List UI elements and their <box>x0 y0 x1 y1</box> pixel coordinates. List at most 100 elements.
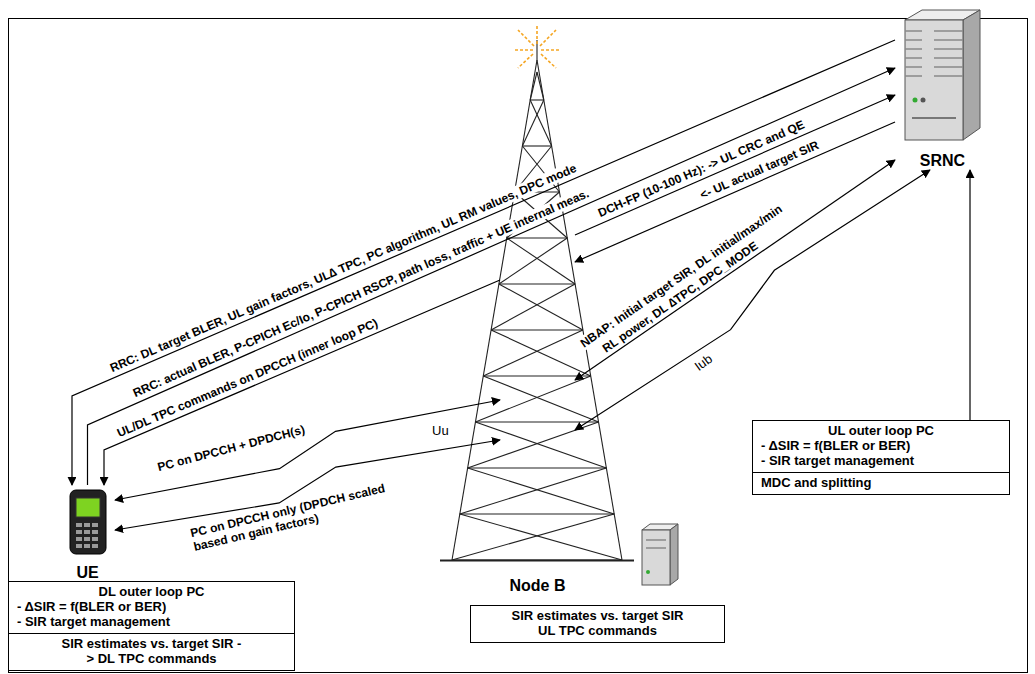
signal-arrow <box>72 40 895 485</box>
spark-ray <box>518 30 534 46</box>
tower-strut <box>468 467 607 468</box>
server-led <box>921 98 926 103</box>
tower-strut <box>468 468 615 514</box>
signal-arrow <box>575 122 895 262</box>
tower-strut <box>475 421 598 422</box>
cabinet-front <box>642 530 670 585</box>
diagram-frame <box>9 19 1028 673</box>
server-slot <box>912 117 956 119</box>
box-section: SIR estimates vs. target SIR -> DL TPC c… <box>9 633 294 670</box>
interface-name: Uu <box>430 423 451 439</box>
phone-screen <box>76 498 100 517</box>
box-section: UL outer loop PC- ΔSIR = f(BLER or BER)-… <box>753 421 1009 472</box>
box-section: SIR estimates vs. target SIR UL TPC comm… <box>471 606 724 642</box>
tower-strut <box>499 238 567 284</box>
tower-strut <box>460 514 622 560</box>
nodeb-tower <box>440 40 634 561</box>
signal-label: <- UL actual target SIR <box>696 137 823 203</box>
node-label: SRNC <box>920 152 965 170</box>
box-section: DL outer loop PC- ΔSIR = f(BLER or BER)-… <box>9 582 294 633</box>
function-box: UL outer loop PC- ΔSIR = f(BLER or BER)-… <box>752 420 1010 495</box>
tower-strut <box>452 514 614 560</box>
tower-strut <box>515 192 568 238</box>
phone-keypad <box>76 523 100 549</box>
tower-strut <box>483 330 583 376</box>
radio-link <box>575 170 930 430</box>
ue-phone <box>70 490 106 554</box>
signal-label: Iub <box>690 350 717 376</box>
tower-strut <box>460 468 607 514</box>
tower-strut <box>515 191 560 192</box>
tower-strut <box>475 422 606 468</box>
tower-strut <box>499 284 583 330</box>
tower-strut <box>537 60 622 560</box>
phone-body <box>70 490 106 554</box>
spark-ray <box>513 49 533 51</box>
srnc-node: SRNC <box>895 8 990 170</box>
box-section: MDC and splitting <box>753 472 1009 494</box>
cabinet-slot <box>646 539 666 541</box>
box-text: - ΔSIR = f(BLER or BER) <box>17 600 286 615</box>
signal-arrow <box>575 95 895 235</box>
tower-strut <box>483 375 590 376</box>
spark-ray <box>541 54 556 68</box>
box-text: - SIR target management <box>761 454 1001 469</box>
signal-label: DCH-FP (10-100 Hz): -> UL CRC and QE <box>594 117 809 222</box>
cabinet-side <box>670 524 678 585</box>
tower-strut <box>522 146 559 192</box>
server-slots <box>905 28 963 82</box>
node-label: UE <box>76 564 98 582</box>
tower-strut <box>468 422 599 468</box>
server-front <box>905 20 963 140</box>
server-side <box>963 10 980 140</box>
tower-strut <box>507 238 575 284</box>
signal-label: RRC: DL target BLER, UL gain factors, UL… <box>106 160 580 376</box>
tower-strut <box>475 376 590 422</box>
tower-strut <box>515 146 552 192</box>
tower-strut <box>460 513 614 514</box>
signal-label: PC on DPCCH + DPDCH(s) <box>154 422 308 475</box>
box-text: SIR estimates vs. target SIR UL TPC comm… <box>508 609 688 639</box>
nodeb-cabinet <box>642 524 678 585</box>
cabinet-slot <box>646 547 666 549</box>
function-box: DL outer loop PC- ΔSIR = f(BLER or BER)-… <box>8 581 295 671</box>
box-text: MDC and splitting <box>761 476 1001 491</box>
tower-strut <box>537 72 544 100</box>
tower-strut <box>522 145 551 146</box>
tower-strut <box>499 283 575 284</box>
signal-label: NBAP: Initial target SIR, DL initial/max… <box>576 201 787 352</box>
tower-strut <box>452 60 537 560</box>
signal-label: RRC: actual BLER, P-CPICH Ec/Io, P-CPICH… <box>129 185 593 401</box>
tower-strut <box>507 237 568 238</box>
box-text: - SIR target management <box>17 615 286 630</box>
tower-base <box>440 560 634 562</box>
spark-ray <box>541 49 561 51</box>
server-led <box>913 98 918 103</box>
tower-strut <box>491 329 583 330</box>
signal-label: RL power, DL ∆TPC, DPC_MODE <box>598 237 762 356</box>
signal-label: PC on DPCCH only (DPDCH scaled based on … <box>187 478 407 556</box>
tower-strut <box>491 330 591 376</box>
tower-strut <box>530 99 544 100</box>
node-label: Node B <box>510 577 566 595</box>
tower-strut <box>483 376 598 422</box>
spark-ray <box>536 24 538 44</box>
box-text: DL outer loop PC <box>17 585 286 600</box>
nodeb-node: Node B <box>500 55 575 595</box>
ue-node: UE <box>60 485 115 582</box>
function-box: SIR estimates vs. target SIR UL TPC comm… <box>470 605 725 643</box>
spark-ray <box>518 54 533 68</box>
radio-spark <box>513 24 561 68</box>
signal-label: UL/DL TPC commands on DPCCH (inner loop … <box>113 315 382 441</box>
tower-strut <box>530 72 537 100</box>
tower-strut <box>491 284 575 330</box>
signal-arrow <box>88 68 896 485</box>
srnc-server <box>905 10 980 140</box>
signal-arrow <box>575 160 895 380</box>
radio-link <box>115 440 500 530</box>
tower-strut <box>522 100 543 146</box>
